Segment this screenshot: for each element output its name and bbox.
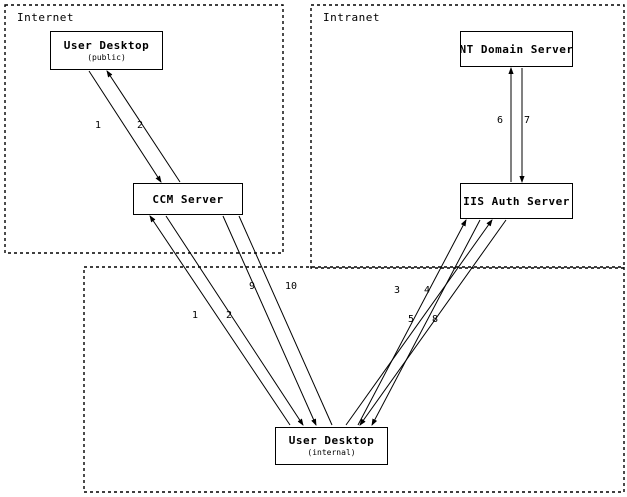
connector-ccm-to-desktop-internal-2: [165, 215, 304, 426]
zone-internal-border: [83, 266, 625, 493]
node-iis-auth-server[interactable]: IIS Auth Server: [460, 183, 573, 219]
edge-label-step-4: 4: [424, 285, 431, 296]
node-user-desktop-internal[interactable]: User Desktop (internal): [275, 427, 388, 465]
edge-label-step-7: 7: [524, 115, 531, 126]
node-user-desktop-public[interactable]: User Desktop (public): [50, 31, 163, 70]
zone-label-intranet: Intranet: [323, 11, 380, 24]
edge-label-step-2-public: 2: [137, 120, 144, 131]
edge-label-step-5: 5: [408, 314, 415, 325]
node-subtitle: (public): [87, 52, 126, 62]
edge-label-step-2-internal: 2: [226, 310, 233, 321]
edge-label-step-10: 10: [285, 281, 298, 292]
edge-label-step-8: 8: [432, 314, 439, 325]
zone-internet-border: [4, 4, 284, 254]
node-title: User Desktop: [63, 38, 150, 52]
edge-label-step-3: 3: [394, 285, 401, 296]
node-title: User Desktop: [288, 434, 375, 447]
connector-desktop-internal-to-ccm-10: [238, 215, 333, 426]
connector-desktop-public-to-ccm: [88, 70, 162, 183]
connector-iis-to-desktop-internal-4: [371, 219, 481, 426]
connector-desktop-internal-to-ccm-1: [149, 215, 291, 426]
node-title: IIS Auth Server: [463, 194, 570, 208]
node-title: NT Domain Server: [459, 42, 574, 56]
zone-label-internet: Internet: [17, 11, 74, 24]
connector-iis-to-desktop-internal-8: [359, 219, 507, 426]
connector-desktop-internal-to-iis-5: [345, 219, 493, 426]
node-ccm-server[interactable]: CCM Server: [133, 183, 243, 215]
edge-label-step-1-public: 1: [95, 120, 102, 131]
edge-label-step-9: 9: [249, 281, 256, 292]
node-subtitle: (internal): [307, 448, 356, 457]
connector-ccm-to-desktop-internal-9: [222, 215, 317, 426]
edge-label-step-6: 6: [497, 115, 504, 126]
node-nt-domain-server[interactable]: NT Domain Server: [460, 31, 573, 67]
connector-ccm-to-desktop-public: [106, 70, 181, 183]
node-title: CCM Server: [152, 192, 224, 206]
zone-intranet-border: [310, 4, 625, 269]
edge-label-step-1-internal: 1: [192, 310, 199, 321]
connector-desktop-internal-to-iis-3: [357, 219, 467, 426]
